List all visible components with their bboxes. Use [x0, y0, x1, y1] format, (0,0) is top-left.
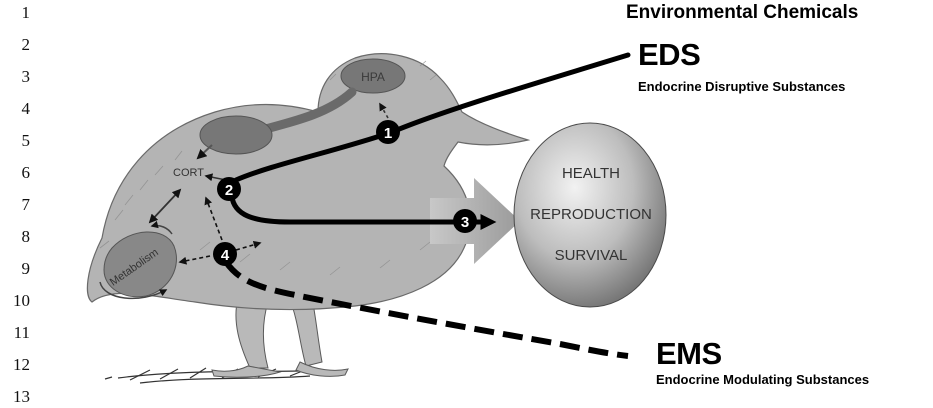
step-marker-2: 2	[217, 177, 241, 201]
adrenal-organ	[200, 116, 272, 154]
step-marker-1: 1	[376, 120, 400, 144]
cort-label: CORT	[173, 167, 204, 179]
ems-full-name: Endocrine Modulating Substances	[656, 372, 869, 387]
hpa-label: HPA	[361, 70, 385, 84]
svg-text:3: 3	[461, 214, 469, 231]
step-marker-3: 3	[453, 209, 477, 233]
step-marker-4: 4	[213, 242, 237, 266]
ground-grass	[105, 368, 310, 383]
svg-text:1: 1	[384, 125, 392, 142]
outcome-reproduction: REPRODUCTION	[530, 206, 652, 223]
ems-abbreviation: EMS	[656, 336, 722, 372]
svg-text:4: 4	[221, 247, 230, 264]
outcome-health: HEALTH	[562, 165, 620, 182]
eds-abbreviation: EDS	[638, 37, 700, 73]
diagram-title: Environmental Chemicals	[626, 2, 858, 24]
svg-text:2: 2	[225, 182, 233, 199]
outcome-survival: SURVIVAL	[555, 247, 628, 264]
eds-full-name: Endocrine Disruptive Substances	[638, 79, 845, 94]
